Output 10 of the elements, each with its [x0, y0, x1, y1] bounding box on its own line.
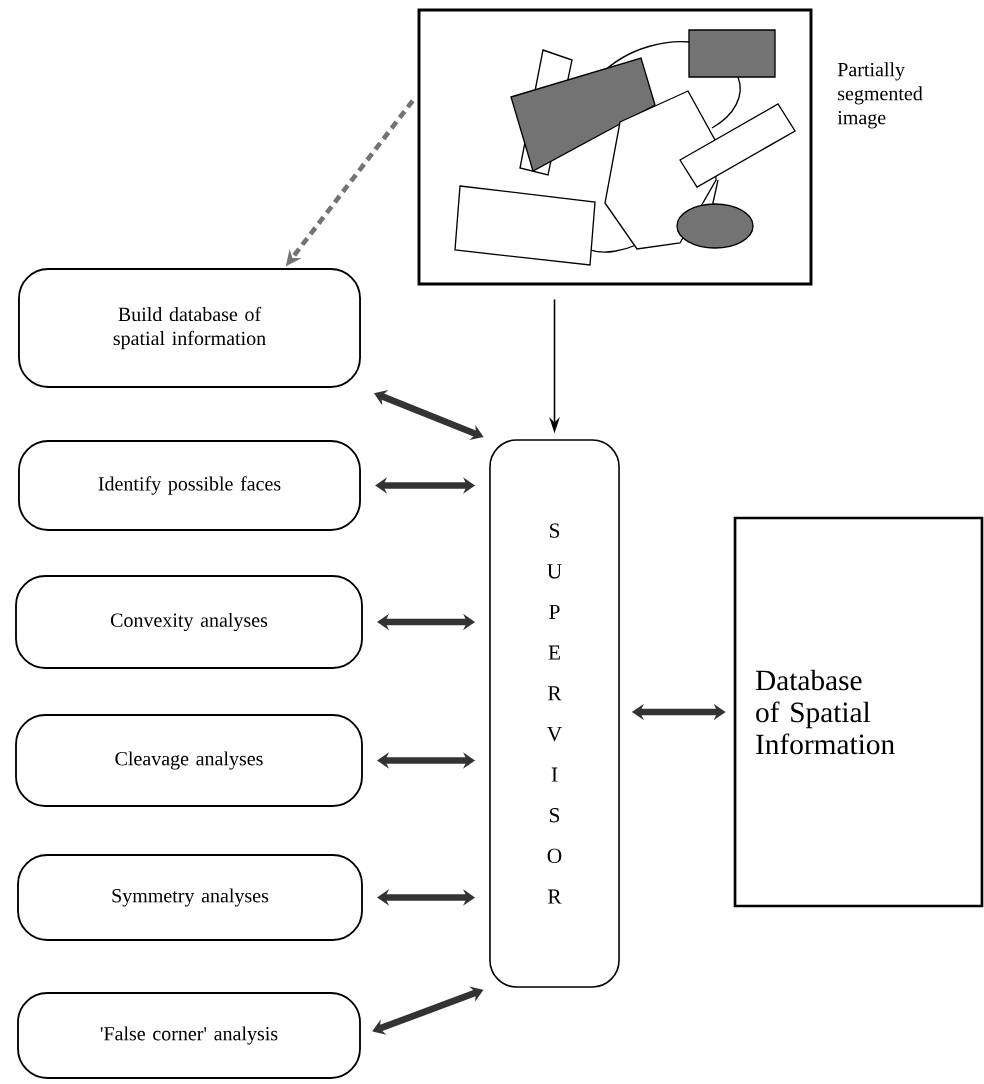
process-box: Identify possible faces: [18, 440, 361, 531]
process-box: 'False corner' analysis: [17, 992, 361, 1079]
image-frame: [417, 8, 813, 286]
process-box: Build database of spatial information: [18, 268, 361, 388]
supervisor-box: SUPERVISOR: [489, 439, 620, 988]
process-box: Convexity analyses: [15, 575, 363, 669]
process-box: Symmetry analyses: [17, 854, 363, 941]
process-box: Cleavage analyses: [15, 714, 363, 807]
image-caption: Partially segmented image: [837, 62, 923, 129]
database-box: Database of Spatial Information: [733, 516, 984, 908]
